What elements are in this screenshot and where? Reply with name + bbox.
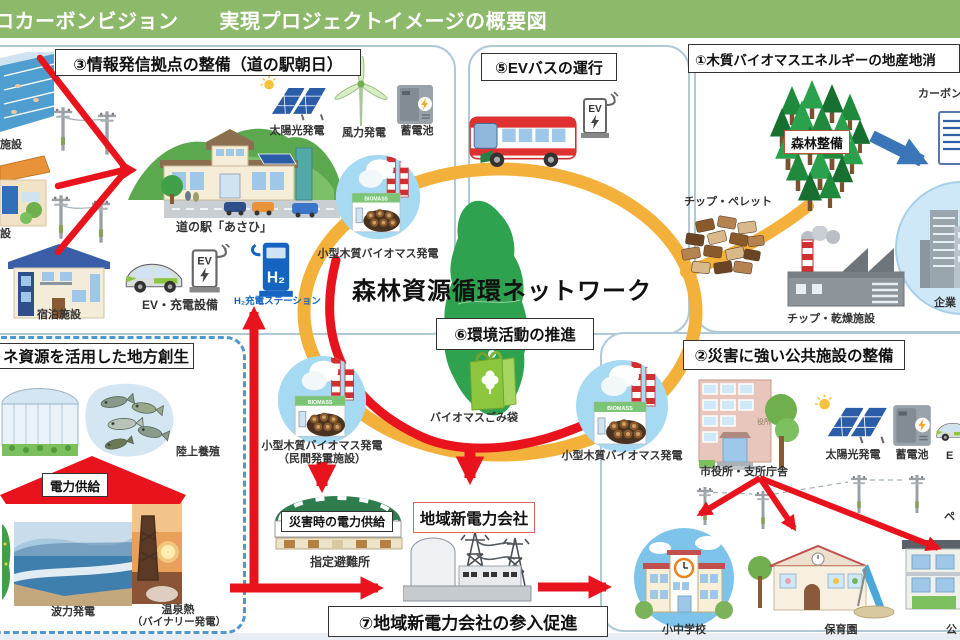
section5-title: ⑤EVバスの運行 — [481, 53, 617, 81]
battery-label: 蓄電池 — [400, 125, 434, 137]
dryer-label: チップ・乾燥施設 — [787, 313, 875, 325]
ev-car-icon — [934, 410, 960, 450]
ev-equipment-label: EV・充電設備 — [141, 298, 218, 312]
hotel-label: 宿泊施設 — [37, 309, 81, 321]
shelter-label: 指定避難所 — [309, 555, 370, 569]
biomass-left-label: 小型木質バイオマス発電 — [261, 440, 383, 452]
onsen-label2: （バイナリー発電） — [131, 616, 227, 628]
section3-title: ③情報発信拠点の整備（道の駅朝日） — [55, 49, 361, 76]
svg-text:BIOMASS: BIOMASS — [364, 197, 388, 203]
biomass-plant-icon: BIOMASS — [334, 153, 422, 241]
solar-label: 太陽光発電 — [269, 125, 325, 137]
pellet-label-cut: ペ — [944, 511, 955, 523]
section4-title: ネ資源を活用した地方創生 — [0, 343, 194, 369]
document-icon — [938, 110, 960, 168]
svg-text:役所: 役所 — [757, 417, 771, 426]
power-pole-icon — [848, 472, 870, 516]
wave-power-photo — [14, 522, 132, 606]
chip-factory-icon — [786, 226, 910, 314]
station-label: 道の駅「あさひ」 — [176, 220, 273, 234]
page-title: ロカーボンビジョン 実現プロジェクトイメージの概要図 — [0, 10, 548, 33]
company-buildings-icon — [890, 176, 960, 320]
school-icon — [626, 516, 742, 628]
carbon-label: カーボン — [918, 88, 960, 100]
greenhouse-icon — [0, 376, 80, 464]
ev-label-cut: E — [946, 450, 954, 462]
svg-text:EV: EV — [197, 255, 212, 267]
wood-chips-icon — [678, 212, 772, 282]
forest-maintenance-box: 森林整備 — [784, 130, 850, 154]
ev-charger-icon: EV — [580, 92, 620, 146]
battery-label2: 蓄電池 — [895, 449, 929, 461]
power-supply-box: 電力供給 — [42, 473, 108, 497]
shop-label: 設 — [0, 228, 11, 240]
cityhall-label: 市役所・支所庁舎 — [700, 466, 788, 478]
onsen-photo — [132, 502, 182, 604]
red-radiating-arrows — [696, 475, 942, 551]
section7-title: ⑦地域新電力会社の参入促進 — [328, 606, 608, 637]
svg-text:EV: EV — [588, 104, 602, 115]
battery-icon — [890, 402, 934, 448]
city-hall-icon: 役所 — [693, 374, 801, 474]
garbage-bag-icon — [464, 348, 518, 412]
red-supply-line — [230, 306, 384, 600]
battery-icon — [392, 82, 438, 126]
yellow-ring — [297, 162, 703, 462]
biomass-left-label2: （民間発電施設） — [278, 453, 366, 465]
blue-arrow-to-company — [869, 130, 929, 167]
company-label: 企業 — [934, 297, 956, 309]
fish-farm-icon — [80, 376, 180, 464]
nursery-icon — [746, 538, 900, 622]
svg-text:H₂: H₂ — [267, 269, 285, 286]
wave-power-label: 波力発電 — [51, 606, 95, 618]
network-title: 森林資源循環ネットワーク — [352, 278, 652, 305]
onsen-label: 温泉熱 — [161, 604, 195, 616]
red-ring-arc — [325, 255, 647, 453]
section2-title: ②災害に強い公共施設の整備 — [683, 340, 905, 370]
shop-image — [0, 152, 50, 228]
ev-car-icon — [122, 254, 186, 296]
pool-label: 施設 — [0, 139, 22, 151]
h2-station-label: H₂充電ステーション — [234, 296, 321, 307]
shelter-roof-box: 災害時の電力供給 — [281, 511, 393, 532]
solar-panel-icon — [258, 76, 332, 124]
section6-title: ⑥環境活動の推進 — [436, 318, 594, 350]
svg-text:BIOMASS: BIOMASS — [607, 406, 633, 412]
hall-label-cut: 公 — [946, 624, 957, 636]
biomass-top-label: 小型木質バイオマス発電 — [317, 248, 439, 260]
roadside-station-icon — [128, 112, 340, 218]
h2-station-icon: H₂ — [246, 238, 294, 298]
section1-title: ①木質バイオマスエネルギーの地産地消 — [688, 44, 960, 73]
hotel-icon — [8, 244, 110, 322]
svg-text:BIOMASS: BIOMASS — [308, 400, 333, 406]
converge-arrowhead — [120, 160, 137, 181]
ev-bus-icon — [468, 108, 582, 170]
biomass-right-label: 小型木質バイオマス発電 — [561, 450, 683, 462]
header-bar: ロカーボンビジョン 実現プロジェクトイメージの概要図 — [0, 0, 960, 38]
chips-label: チップ・ペレット — [684, 196, 772, 208]
ev-charger-icon: EV — [184, 244, 236, 300]
wind-label: 風力発電 — [342, 127, 386, 139]
biomass-plant-icon: BIOMASS — [574, 358, 670, 454]
biomass-plant-icon: BIOMASS — [276, 354, 368, 446]
bag-label: バイオマスごみ袋 — [430, 412, 518, 424]
power-company-box: 地域新電力会社 — [413, 502, 535, 533]
power-pole-icon — [906, 472, 928, 516]
nursery-label: 保育園 — [824, 624, 858, 636]
solar-panel-icon — [814, 394, 892, 448]
solar-label2: 太陽光発電 — [825, 449, 881, 461]
red-converge-arrows — [36, 54, 128, 256]
school-label: 小中学校 — [662, 624, 706, 636]
aquaculture-label: 陸上養殖 — [176, 446, 220, 458]
green-map-fragment — [0, 520, 13, 602]
power-plant-icon — [403, 528, 533, 608]
